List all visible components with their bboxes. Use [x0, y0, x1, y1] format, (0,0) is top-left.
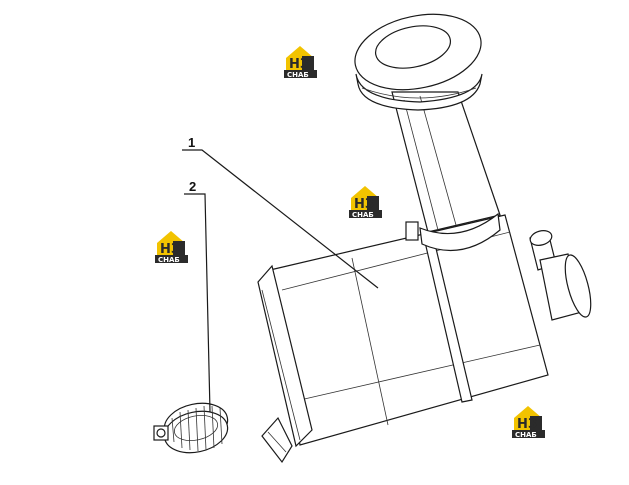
watermark-subtext: СНАБ — [515, 431, 537, 439]
leader-line-1 — [182, 149, 379, 289]
hose-clamp-icon — [153, 402, 229, 454]
watermark-letters: НЗ — [289, 57, 309, 72]
leader-line-2 — [184, 193, 211, 413]
callout-2: 2 — [184, 179, 211, 413]
callout-number-1: 1 — [188, 135, 195, 150]
air-filter-assembly-icon — [257, 13, 592, 464]
callout-1: 1 — [182, 135, 379, 289]
watermark-subtext: СНАБ — [158, 256, 180, 264]
watermark-letters: НЗ — [517, 417, 537, 432]
watermark-letters: НЗ — [354, 197, 374, 212]
watermark-subtext: СНАБ — [352, 211, 374, 219]
watermark-letters: НЗ — [160, 242, 180, 257]
callout-number-2: 2 — [189, 179, 196, 194]
watermark-subtext: СНАБ — [287, 71, 309, 79]
